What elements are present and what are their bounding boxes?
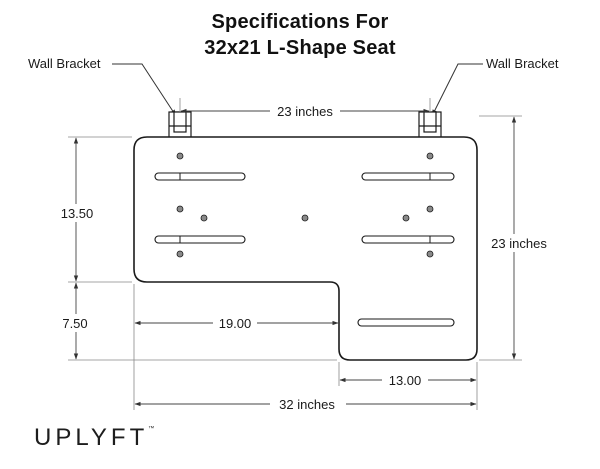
dim-total-width-label: 32 inches [279, 397, 335, 412]
bolt-hole [301, 214, 309, 222]
left-callout-label: Wall Bracket [28, 56, 101, 71]
bolt-hole [426, 205, 434, 213]
seat-slots [154, 172, 455, 327]
bolt-hole [426, 152, 434, 160]
slot [361, 172, 455, 181]
bolt-hole [402, 214, 410, 222]
brand-logo: UPLYFT™ [34, 424, 154, 452]
dim-left-upper-label: 13.50 [61, 206, 94, 221]
seat-outline [133, 136, 478, 361]
bolt-hole [176, 205, 184, 213]
slot [154, 172, 246, 181]
right-wall-bracket [418, 111, 442, 139]
dim-lower-width-label: 13.00 [389, 373, 422, 388]
bolt-hole [176, 250, 184, 258]
dim-left-lower-label: 7.50 [62, 316, 87, 331]
dim-bracket-spacing-label: 23 inches [277, 104, 333, 119]
bolt-hole [176, 152, 184, 160]
slot [154, 235, 246, 244]
bolt-hole [426, 250, 434, 258]
right-callout-leader [431, 63, 483, 117]
title-line-2: 32x21 L-Shape Seat [204, 37, 396, 59]
dim-right-height-label: 23 inches [491, 236, 547, 251]
extension-lines [68, 98, 522, 410]
brand-name: UPLYFT [34, 424, 149, 451]
left-wall-bracket [168, 111, 192, 139]
bolt-hole [200, 214, 208, 222]
dim-cutout-width-label: 19.00 [219, 316, 252, 331]
slot [361, 235, 455, 244]
brand-trademark: ™ [148, 426, 155, 432]
slot [357, 318, 455, 327]
right-callout-label: Wall Bracket [486, 56, 559, 71]
title-line-1: Specifications For [211, 11, 389, 33]
seat-holes [176, 152, 434, 258]
left-callout-leader [112, 63, 177, 117]
